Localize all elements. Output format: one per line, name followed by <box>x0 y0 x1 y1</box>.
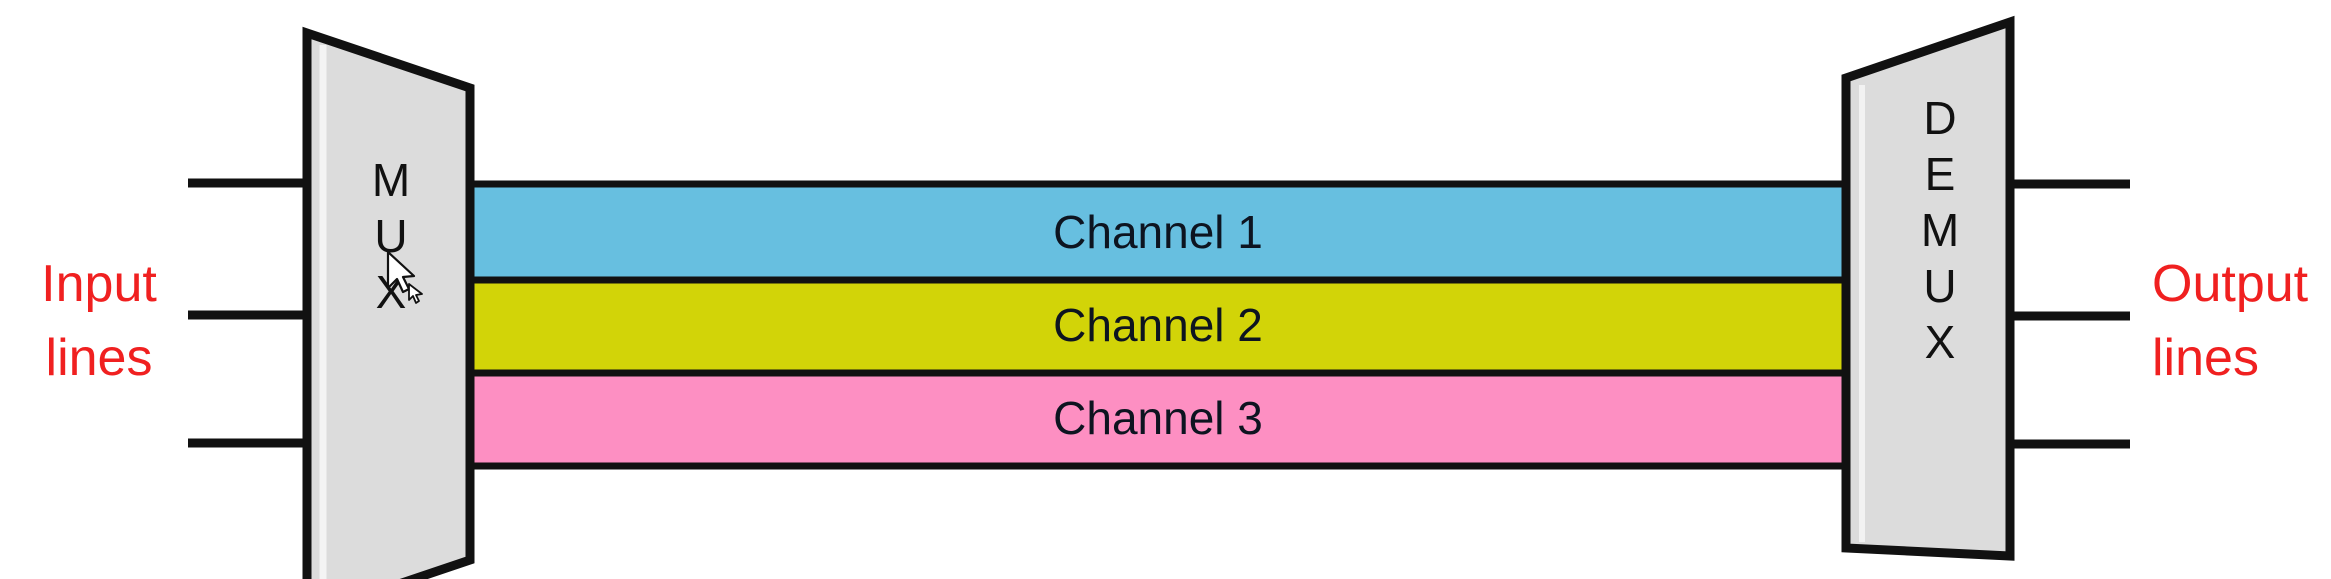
mux-shape[interactable] <box>302 26 475 579</box>
channel-band-2 <box>470 280 1846 373</box>
output-line-group <box>2008 179 2130 449</box>
channel-band-3 <box>470 373 1846 465</box>
channel-3-label: Channel 3 <box>1053 392 1263 444</box>
mux-block-label: M U X <box>371 154 411 319</box>
channel-band-group <box>470 180 1848 470</box>
demux-shape[interactable] <box>1841 15 2015 561</box>
demux-block-label: D E M U X <box>1920 92 1960 369</box>
input-line-group <box>188 178 309 448</box>
channel-band-1 <box>470 186 1846 280</box>
channel-1-label: Channel 1 <box>1053 206 1263 258</box>
input-lines-label: Input lines <box>41 255 157 387</box>
output-lines-label: Output lines <box>2152 255 2309 387</box>
channel-2-label: Channel 2 <box>1053 299 1263 351</box>
